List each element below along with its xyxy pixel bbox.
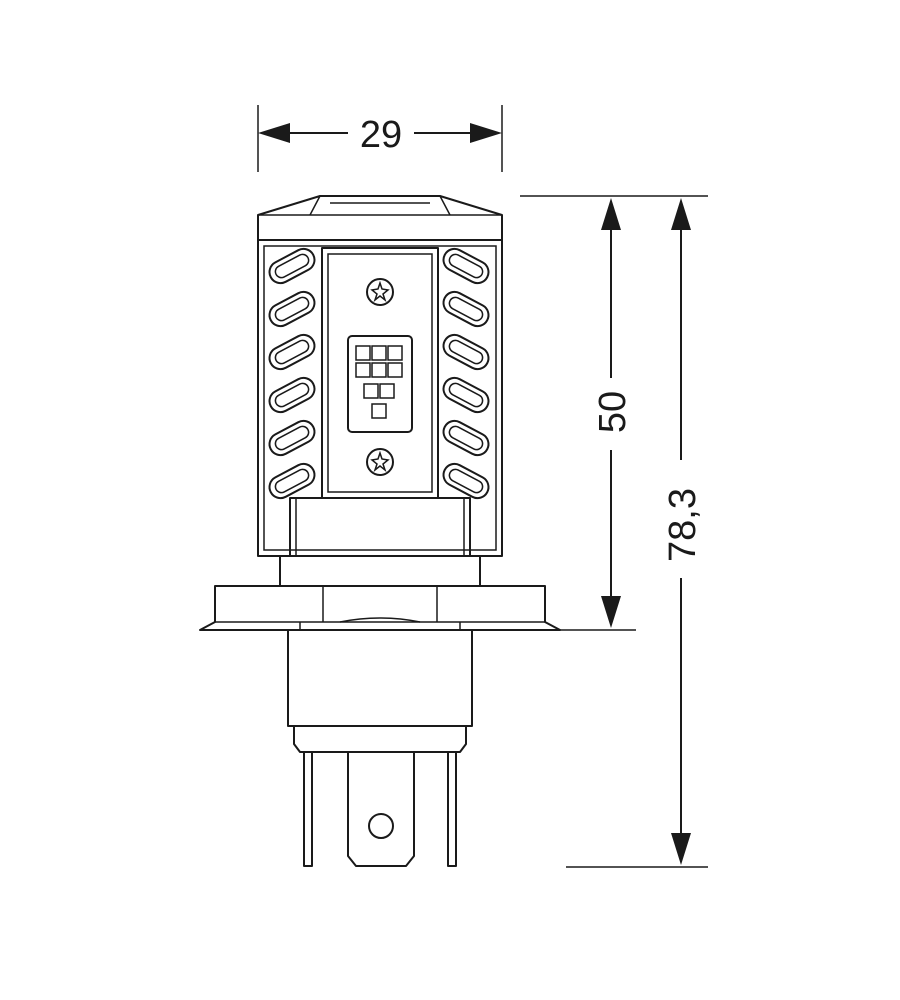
body-height-label: 50 bbox=[592, 391, 634, 433]
left-fin bbox=[268, 419, 316, 457]
bottom-screw-icon bbox=[366, 448, 394, 476]
bulb-head bbox=[257, 195, 503, 241]
width-label: 29 bbox=[360, 114, 402, 156]
mounting-flange bbox=[199, 585, 561, 631]
led-plate bbox=[321, 247, 439, 499]
width-dimension: 29 bbox=[257, 105, 503, 172]
socket-base bbox=[287, 629, 473, 753]
total-height-dimension: 78,3 bbox=[566, 198, 708, 868]
body-height-dimension: 50 bbox=[520, 195, 708, 631]
right-fin bbox=[442, 333, 490, 371]
right-fin bbox=[442, 462, 490, 500]
left-fin bbox=[268, 376, 316, 414]
right-fin bbox=[442, 419, 490, 457]
left-fin bbox=[268, 290, 316, 328]
total-height-label: 78,3 bbox=[662, 488, 704, 562]
left-fin bbox=[268, 333, 316, 371]
right-cooling-fins bbox=[442, 247, 490, 500]
bulb-neck bbox=[279, 555, 481, 587]
right-fin bbox=[442, 247, 490, 285]
connector-pins bbox=[303, 752, 457, 867]
left-fin bbox=[268, 247, 316, 285]
pin-hole-icon bbox=[368, 813, 394, 839]
left-fin bbox=[268, 462, 316, 500]
top-screw-icon bbox=[366, 278, 394, 306]
led-chip-grid bbox=[355, 345, 403, 419]
right-fin bbox=[442, 376, 490, 414]
right-fin bbox=[442, 290, 490, 328]
left-cooling-fins bbox=[268, 247, 316, 500]
